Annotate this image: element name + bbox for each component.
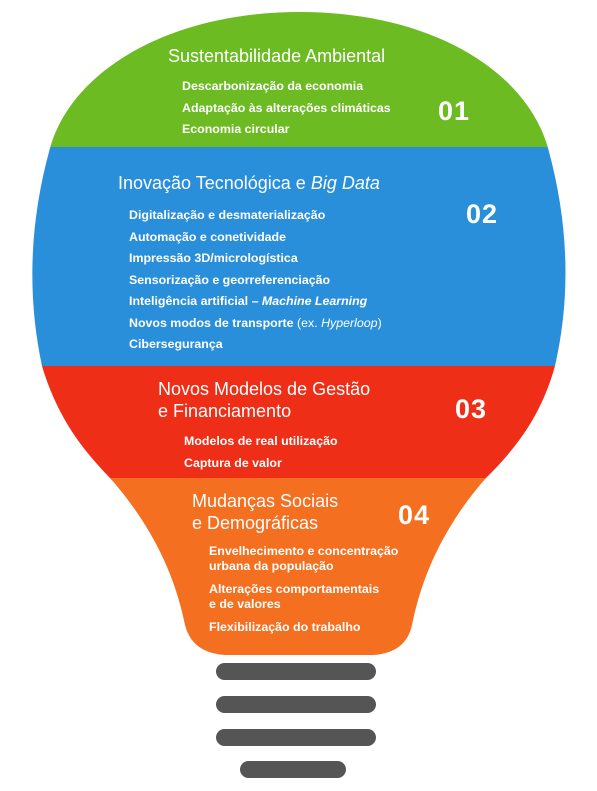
list-item: Sensorização e georreferenciação	[129, 272, 331, 287]
list-item: Descarbonização da economia	[182, 79, 364, 93]
item-text: Inteligência artificial –	[129, 294, 262, 308]
screw-thread-1	[216, 663, 376, 680]
section-number: 03	[455, 394, 488, 424]
section-title-line1: Novos Modelos de Gestão	[158, 379, 371, 399]
section-number: 04	[398, 500, 431, 530]
list-item: Automação e conetividade	[129, 229, 286, 244]
list-item: Novos modos de transporte (ex. Hyperloop…	[129, 313, 382, 335]
screw-tip	[240, 761, 346, 778]
list-item: Alterações comportamentais e de valores	[209, 582, 398, 612]
band-3	[32, 366, 566, 478]
list-item: Adaptação às alterações climáticas	[182, 100, 391, 115]
section-sustainability: Sustentabilidade Ambiental Descarbonizaç…	[168, 45, 391, 141]
title-text: Inovação Tecnológica e	[118, 173, 306, 193]
item-list: Digitalização e desmaterialização Automa…	[129, 205, 382, 356]
band-2	[32, 147, 566, 366]
item-text: Novos modos de transporte	[129, 315, 294, 330]
section-title: Sustentabilidade Ambiental	[168, 46, 386, 66]
item-list: Descarbonização da economia Adaptação às…	[182, 76, 391, 141]
section-title: Inovação Tecnológica e Big Data	[118, 172, 382, 194]
list-item: Modelos de real utilização	[184, 434, 338, 448]
title-italic: Big Data	[310, 173, 380, 193]
section-business-models: Novos Modelos de Gestão e Financiamento …	[158, 378, 370, 474]
list-item: Impressão 3D/micrologística	[129, 251, 298, 265]
item-italic: Machine Learning	[261, 294, 368, 308]
list-item: Envelhecimento e concentração urbana da …	[209, 544, 398, 574]
section-title-line2: e Financiamento	[158, 401, 292, 421]
item-list: Envelhecimento e concentração urbana da …	[209, 544, 398, 635]
section-technology: Inovação Tecnológica e Big Data Digitali…	[118, 172, 382, 356]
section-title-line1: Mudanças Sociais	[192, 491, 339, 511]
section-number: 02	[466, 199, 499, 229]
item-line: urbana da população	[209, 559, 334, 573]
item-list: Modelos de real utilização Captura de va…	[184, 431, 370, 474]
item-italic: Hyperloop	[321, 315, 378, 330]
item-line: Envelhecimento e concentração	[209, 544, 399, 558]
item-line: Alterações comportamentais	[209, 582, 380, 596]
screw-thread-3	[216, 729, 376, 746]
item-line: Flexibilização do trabalho	[209, 620, 361, 634]
item-paren-open: (ex.	[293, 315, 322, 330]
list-item: Digitalização e desmaterialização	[129, 208, 326, 222]
item-line: e de valores	[209, 597, 281, 611]
list-item: Flexibilização do trabalho	[209, 620, 398, 635]
section-title-line2: e Demográficas	[192, 513, 319, 533]
screw-thread-2	[216, 696, 376, 713]
section-social-changes: Mudanças Sociais e Demográficas Envelhec…	[192, 490, 398, 643]
section-number: 01	[438, 96, 471, 126]
list-item: Economia circular	[182, 122, 290, 136]
list-item: Captura de valor	[184, 455, 282, 470]
list-item: Cibersegurança	[129, 337, 223, 351]
list-item: Inteligência artificial – Machine Learni…	[129, 291, 382, 313]
item-paren-close: )	[377, 315, 382, 330]
